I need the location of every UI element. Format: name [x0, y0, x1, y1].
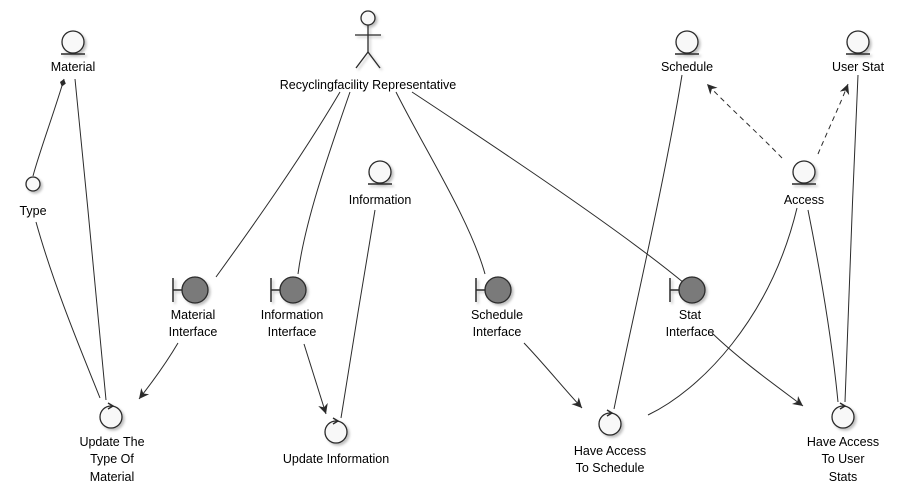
- entity-type-label: Type: [19, 204, 46, 218]
- edge-information-interface-update-information: [303, 343, 328, 415]
- control-icon: [831, 402, 855, 429]
- actor-recyclingfacility-representative: Recyclingfacility Representative: [280, 10, 457, 92]
- entity-icon: [792, 160, 816, 185]
- edge-schedule-access-schedule: [613, 74, 683, 410]
- edge-stat-interface-access-user-stats: [711, 332, 804, 407]
- entity-material-label: Material: [51, 60, 95, 74]
- boundary-stat-interface: Stat Interface: [666, 276, 715, 339]
- entity-schedule-label: Schedule: [661, 60, 713, 74]
- control-label-line2: To Schedule: [576, 461, 645, 475]
- actor-figure-icon: [355, 10, 381, 69]
- control-icon: [598, 409, 622, 436]
- edge-userstat-access-user-stats: [844, 74, 859, 403]
- entity-user-stat-label: User Stat: [832, 60, 885, 74]
- edge-actor-information-interface: [297, 91, 351, 275]
- boundary-icon: [669, 276, 706, 304]
- edges: [32, 74, 859, 419]
- edge-access-schedule-dashed: [706, 83, 783, 159]
- boundary-label-line1: Material: [171, 308, 215, 322]
- control-label-line1: Update Information: [283, 452, 389, 466]
- boundary-information-interface: Information Interface: [261, 276, 324, 339]
- control-label-line3: Stats: [829, 470, 858, 484]
- entity-access: Access: [784, 160, 824, 207]
- boundary-label-line2: Interface: [666, 325, 715, 339]
- entity-icon: [846, 30, 870, 55]
- edge-schedule-interface-access-schedule: [523, 342, 583, 409]
- control-have-access-user-stats: Have Access To User Stats: [807, 402, 879, 484]
- boundary-label-line1: Information: [261, 308, 324, 322]
- edge-access-access-schedule: [647, 207, 798, 416]
- edge-access-userstat-dashed: [817, 83, 850, 155]
- entity-access-label: Access: [784, 193, 824, 207]
- entity-icon: [675, 30, 699, 55]
- edge-type-update-type: [35, 221, 101, 399]
- boundary-label-line2: Interface: [268, 325, 317, 339]
- actor-label: Recyclingfacility Representative: [280, 78, 457, 92]
- edge-actor-schedule-interface: [395, 91, 486, 275]
- edge-material-interface-update-type: [138, 342, 179, 400]
- boundary-material-interface: Material Interface: [169, 276, 218, 339]
- boundary-label-line2: Interface: [473, 325, 522, 339]
- boundary-label-line1: Stat: [679, 308, 702, 322]
- edge-access-access-user-stats: [807, 209, 839, 403]
- control-label-line1: Have Access: [807, 435, 879, 449]
- entity-icon: [368, 160, 392, 185]
- control-label-line2: Type Of: [90, 452, 134, 466]
- boundary-label-line2: Interface: [169, 325, 218, 339]
- boundary-icon: [475, 276, 512, 304]
- entity-information: Information: [349, 160, 412, 207]
- control-label-line1: Have Access: [574, 444, 646, 458]
- entity-schedule: Schedule: [661, 30, 713, 74]
- edge-actor-material-interface: [215, 91, 341, 278]
- control-label-line1: Update The: [79, 435, 144, 449]
- edge-material-update-type: [74, 78, 107, 401]
- entity-icon: [61, 30, 85, 55]
- control-have-access-schedule: Have Access To Schedule: [574, 409, 646, 475]
- entity-type: Type: [19, 176, 47, 218]
- entity-material: Material: [51, 30, 95, 74]
- boundary-schedule-interface: Schedule Interface: [471, 276, 523, 339]
- boundary-icon: [172, 276, 209, 304]
- control-icon: [99, 402, 123, 429]
- boundary-label-line1: Schedule: [471, 308, 523, 322]
- entity-icon: [25, 176, 41, 192]
- edge-material-type: [32, 78, 66, 177]
- control-update-type: Update The Type Of Material: [79, 402, 145, 484]
- entity-information-label: Information: [349, 193, 412, 207]
- boundary-icon: [270, 276, 307, 304]
- edge-actor-stat-interface: [411, 91, 685, 284]
- control-update-information: Update Information: [283, 417, 389, 466]
- control-icon: [324, 417, 348, 444]
- control-label-line2: To User: [821, 452, 864, 466]
- entity-user-stat: User Stat: [832, 30, 885, 74]
- edge-information-update-information: [340, 209, 376, 419]
- control-label-line3: Material: [90, 470, 134, 484]
